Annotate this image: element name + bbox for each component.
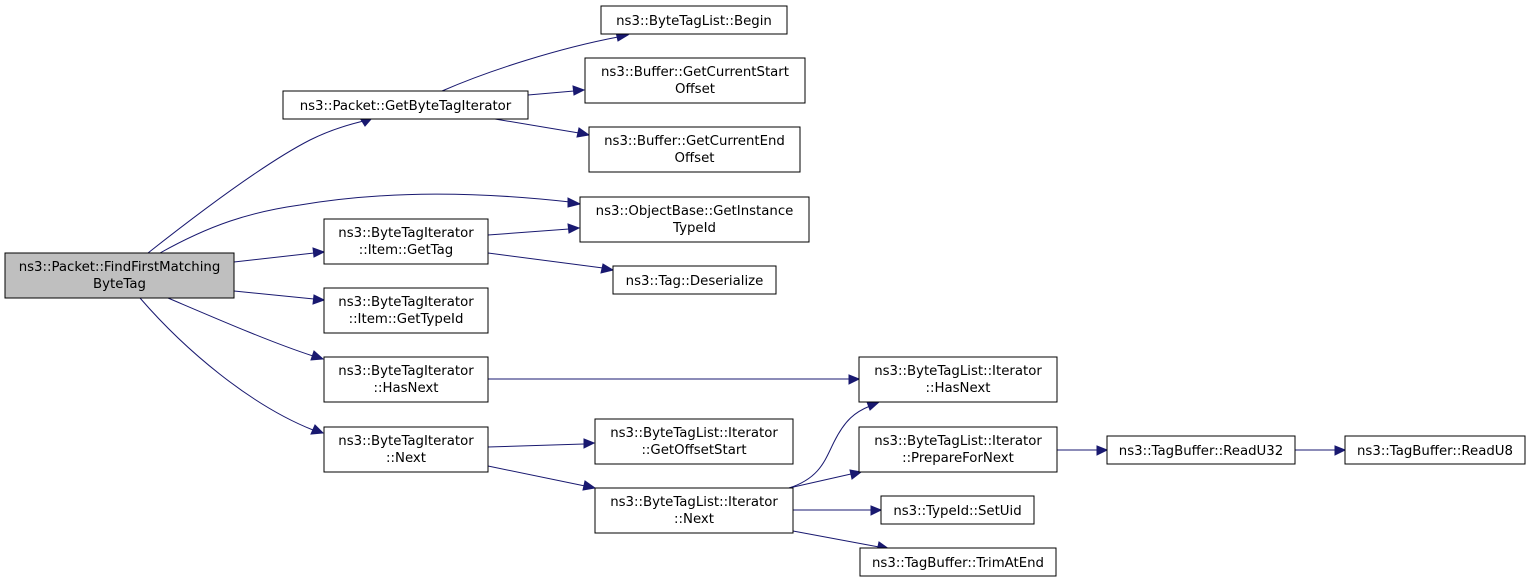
node-label-line: ByteTag bbox=[93, 277, 146, 292]
node-tagbuffer-readu8[interactable]: ns3::TagBuffer::ReadU8 bbox=[1344, 435, 1526, 465]
node-label-line: ns3::ByteTagIterator bbox=[338, 295, 474, 310]
node-label-line: ::GetOffsetStart bbox=[641, 443, 746, 458]
node-bytetaglist-iterator-hasnext[interactable]: ns3::ByteTagList::Iterator ::HasNext bbox=[858, 356, 1058, 403]
node-tag-deserialize[interactable]: ns3::Tag::Deserialize bbox=[612, 265, 777, 295]
node-typeid-setuid[interactable]: ns3::TypeId::SetUid bbox=[880, 495, 1035, 525]
nodes: ns3::Packet::FindFirstMatching ByteTag n… bbox=[4, 5, 1526, 577]
edge-next-to-listnext bbox=[487, 465, 597, 491]
node-bytetaglist-iterator-next[interactable]: ns3::ByteTagList::Iterator ::Next bbox=[594, 487, 794, 534]
edge-listnext-to-preparefornext bbox=[788, 469, 863, 489]
node-label-line: ns3::TagBuffer::ReadU8 bbox=[1357, 444, 1513, 459]
node-packet-get-byte-tag-iterator[interactable]: ns3::Packet::GetByteTagIterator bbox=[282, 90, 529, 120]
node-buffer-get-current-start-offset[interactable]: ns3::Buffer::GetCurrentStart Offset bbox=[584, 57, 806, 104]
node-label-line: ns3::Packet::GetByteTagIterator bbox=[300, 99, 512, 114]
node-bytetaglist-begin[interactable]: ns3::ByteTagList::Begin bbox=[600, 5, 788, 35]
node-label-line: ns3::ByteTagIterator bbox=[338, 364, 474, 379]
node-bytetaglist-iterator-getoffsetstart[interactable]: ns3::ByteTagList::Iterator ::GetOffsetSt… bbox=[594, 418, 794, 465]
node-bytetagiterator-next[interactable]: ns3::ByteTagIterator ::Next bbox=[323, 426, 489, 473]
node-label-line: ::Next bbox=[674, 512, 714, 527]
node-bytetaglist-iterator-preparefornext[interactable]: ns3::ByteTagList::Iterator ::PrepareForN… bbox=[858, 426, 1058, 473]
node-label-line: ns3::ByteTagList::Iterator bbox=[610, 495, 778, 510]
edges bbox=[139, 31, 1347, 552]
edge-getbytetagiterator-to-currentend bbox=[494, 118, 591, 138]
node-objectbase-get-instance-typeid[interactable]: ns3::ObjectBase::GetInstance TypeId bbox=[579, 196, 810, 243]
edge-readu32-to-readu8 bbox=[1295, 445, 1347, 456]
node-find-first-matching-byte-tag[interactable]: ns3::Packet::FindFirstMatching ByteTag bbox=[4, 252, 235, 299]
node-label-line: ns3::TypeId::SetUid bbox=[893, 504, 1021, 519]
node-label-line: ns3::Buffer::GetCurrentStart bbox=[601, 65, 789, 80]
node-tagbuffer-trimatend[interactable]: ns3::TagBuffer::TrimAtEnd bbox=[859, 547, 1057, 577]
edge-find-to-getinstancetypeid bbox=[159, 193, 582, 254]
edge-hasnext-to-listhasnext bbox=[488, 374, 861, 385]
node-label-line: ::HasNext bbox=[373, 381, 438, 396]
node-label-line: ns3::ByteTagList::Iterator bbox=[610, 426, 778, 441]
edge-itemgettag-to-getinstancetypeid bbox=[487, 223, 581, 236]
node-label-line: ns3::Packet::FindFirstMatching bbox=[19, 260, 221, 275]
node-bytetagiterator-item-gettypeid[interactable]: ns3::ByteTagIterator ::Item::GetTypeId bbox=[323, 287, 489, 334]
node-label-line: ns3::ByteTagList::Iterator bbox=[874, 434, 1042, 449]
node-label-line: ns3::Buffer::GetCurrentEnd bbox=[604, 134, 785, 149]
node-label-line: ::Item::GetTag bbox=[359, 243, 453, 258]
edge-getbytetagiterator-to-currentstart bbox=[527, 85, 586, 96]
node-label-line: ns3::TagBuffer::TrimAtEnd bbox=[872, 556, 1044, 571]
node-label-line: ::Item::GetTypeId bbox=[349, 312, 464, 327]
node-label-line: ::PrepareForNext bbox=[902, 451, 1014, 466]
node-label-line: ::HasNext bbox=[925, 381, 990, 396]
node-label-line: ::Next bbox=[386, 451, 426, 466]
node-label-line: ns3::ByteTagIterator bbox=[338, 434, 474, 449]
node-bytetagiterator-hasnext[interactable]: ns3::ByteTagIterator ::HasNext bbox=[323, 356, 489, 403]
node-buffer-get-current-end-offset[interactable]: ns3::Buffer::GetCurrentEnd Offset bbox=[588, 126, 801, 173]
node-tagbuffer-readu32[interactable]: ns3::TagBuffer::ReadU32 bbox=[1106, 435, 1296, 465]
node-bytetagiterator-item-gettag[interactable]: ns3::ByteTagIterator ::Item::GetTag bbox=[323, 218, 489, 265]
edge-itemgettag-to-deserialize bbox=[487, 252, 615, 274]
edge-find-to-itemgettag bbox=[233, 247, 326, 263]
node-label-line: TypeId bbox=[672, 221, 716, 236]
edge-next-to-getoffsetstart bbox=[487, 438, 596, 449]
node-label-line: ns3::TagBuffer::ReadU32 bbox=[1119, 444, 1283, 459]
node-label-line: ns3::ByteTagList::Begin bbox=[616, 14, 772, 29]
node-label-line: Offset bbox=[675, 82, 715, 97]
node-label-line: ns3::ByteTagList::Iterator bbox=[874, 364, 1042, 379]
edge-listnext-to-setuid bbox=[793, 505, 883, 516]
node-label-line: ns3::Tag::Deserialize bbox=[626, 274, 764, 289]
node-label-line: ns3::ObjectBase::GetInstance bbox=[596, 204, 794, 219]
node-label-line: ns3::ByteTagIterator bbox=[338, 226, 474, 241]
edge-preparefornext-to-readu32 bbox=[1057, 445, 1109, 456]
edge-find-to-itemgettypeid bbox=[233, 290, 326, 305]
edge-find-to-next bbox=[139, 297, 325, 435]
edge-find-to-hasnext bbox=[167, 297, 325, 361]
node-label-line: Offset bbox=[675, 151, 715, 166]
